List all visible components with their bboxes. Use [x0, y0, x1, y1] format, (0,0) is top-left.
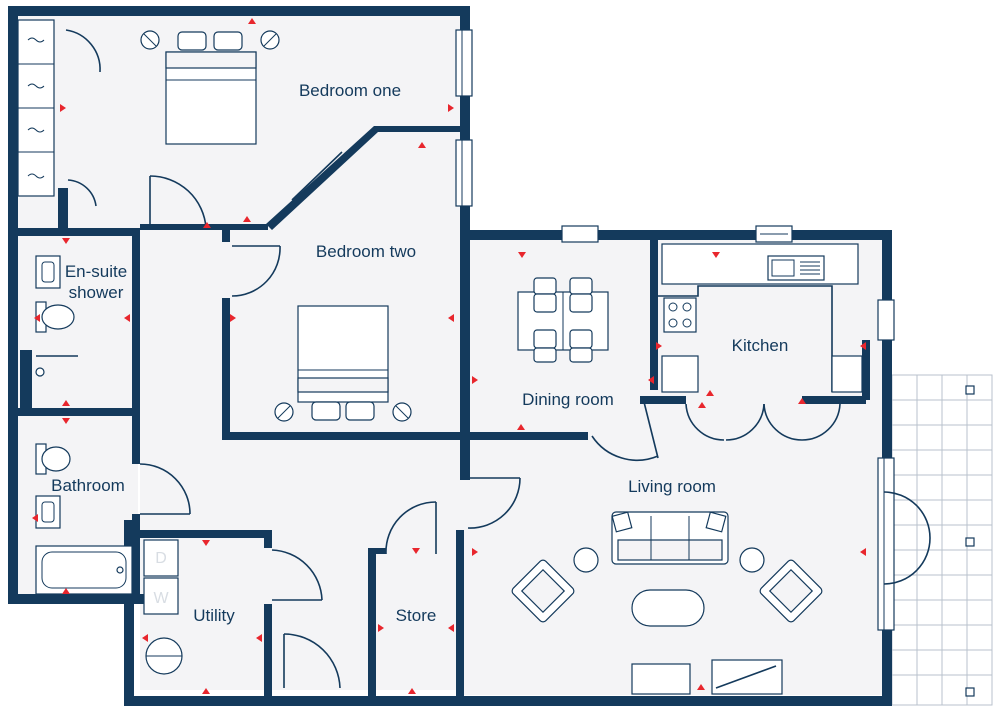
boiler-icon	[145, 637, 183, 675]
marker-icon	[32, 18, 866, 694]
window-icon	[877, 299, 895, 341]
hob-icon	[663, 297, 697, 333]
label-ensuite-line1: En-suite	[65, 262, 127, 281]
label-bedroom-one: Bedroom one	[299, 81, 401, 100]
room-labels: Bedroom one Bedroom two En-suite shower …	[51, 81, 788, 625]
shower-icon	[35, 355, 78, 377]
toilet-icon	[35, 301, 75, 333]
window-icon	[455, 139, 473, 207]
washer-icon: D W	[143, 539, 179, 615]
chair-icon	[533, 277, 593, 363]
label-living-room: Living room	[628, 477, 716, 496]
toilet-icon	[35, 443, 71, 475]
sofa-icon	[611, 511, 729, 565]
sink-icon	[767, 255, 825, 281]
door-swings	[65, 29, 931, 689]
lamp-icon	[274, 402, 412, 422]
coffee-table-icon	[631, 589, 705, 627]
dryer-label: D	[155, 550, 167, 567]
terrace	[891, 374, 993, 706]
dining-table-icon	[517, 277, 609, 363]
window-icon	[561, 225, 599, 243]
label-bedroom-two: Bedroom two	[316, 242, 416, 261]
armchair-icon	[511, 559, 823, 623]
bath-icon	[35, 545, 133, 595]
window-icon	[455, 29, 473, 97]
walls	[8, 6, 892, 706]
washer-label: W	[153, 590, 169, 607]
label-bathroom: Bathroom	[51, 476, 125, 495]
lamp-icon	[140, 30, 280, 50]
bed-icon	[165, 31, 257, 145]
sink-icon	[35, 495, 61, 529]
wall-radiator-icon	[291, 151, 349, 205]
wardrobe-icon	[17, 19, 55, 197]
label-ensuite-line2: shower	[69, 283, 124, 302]
label-utility: Utility	[193, 606, 235, 625]
sink-icon	[35, 255, 61, 289]
side-table-icon	[573, 547, 765, 573]
label-dining-room: Dining room	[522, 390, 614, 409]
kitchen-worktops	[658, 243, 863, 393]
label-kitchen: Kitchen	[732, 336, 789, 355]
bed-icon	[297, 305, 389, 421]
tv-unit-icon	[631, 659, 783, 695]
label-store: Store	[396, 606, 437, 625]
window-icon	[877, 457, 895, 631]
windows	[455, 29, 895, 631]
